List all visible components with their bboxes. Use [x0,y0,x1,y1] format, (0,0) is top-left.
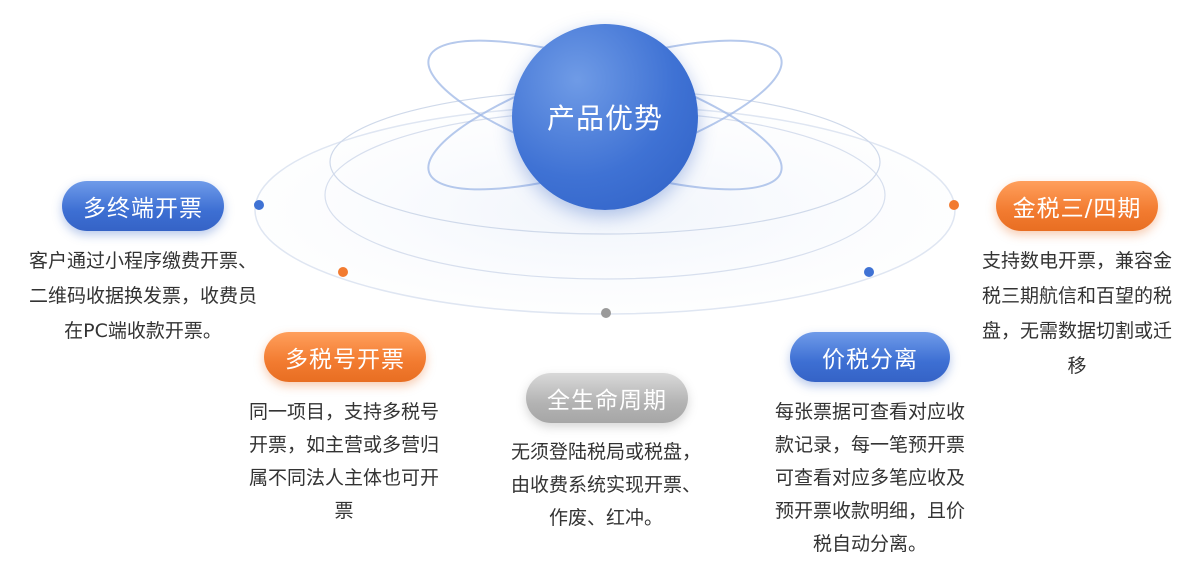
desc-line: 每张票据可查看对应收 [774,401,965,423]
pill-title: 全生命周期 [547,388,667,414]
desc-line: 开票，如主营或多营归 [248,434,439,456]
desc-line: 属不同法人主体也可开 [248,467,439,489]
desc-price-tax: 每张票据可查看对应收 款记录，每一笔预开票 可查看对应多笔应收及 预开票收款明细… [752,396,988,561]
desc-golden-tax: 支持数电开票，兼容金 税三期航信和百望的税 盘，无需数据切割或迁 移 [958,244,1196,384]
desc-line: 移 [1067,355,1087,377]
desc-line: 作废、红冲。 [548,507,663,529]
desc-line: 税自动分离。 [812,533,927,555]
desc-line: 客户通过小程序缴费开票、 [28,250,257,272]
pill-lifecycle: 全生命周期 [526,373,688,423]
center-label: 产品优势 [546,102,663,135]
desc-line: 盘，无需数据切割或迁 [981,320,1172,342]
pill-title: 价税分离 [822,347,918,373]
desc-line: 二维码收据换发票，收费员 [28,285,257,307]
center-circle: 产品优势 [512,24,698,210]
node-dot-price-tax [864,267,874,277]
pill-price-tax: 价税分离 [790,332,950,382]
desc-lifecycle: 无须登陆税局或税盘， 由收费系统实现开票、 作废、红冲。 [490,436,722,535]
node-dot-golden-tax [949,200,959,210]
pill-multi-terminal: 多终端开票 [62,181,224,231]
desc-line: 预开票收款明细，且价 [774,500,965,522]
desc-line: 同一项目，支持多税号 [248,401,439,423]
pill-title: 多税号开票 [285,347,405,373]
pill-title: 金税三/四期 [1012,196,1142,222]
node-dot-multi-tax [338,267,348,277]
desc-line: 款记录，每一笔预开票 [774,434,965,456]
node-dot-lifecycle [601,308,611,318]
pill-multi-tax: 多税号开票 [264,332,426,382]
desc-line: 税三期航信和百望的税 [981,285,1172,307]
desc-line: 无须登陆税局或税盘， [510,441,701,463]
desc-line: 可查看对应多笔应收及 [774,467,965,489]
desc-multi-terminal: 客户通过小程序缴费开票、 二维码收据换发票，收费员 在PC端收款开票。 [10,244,276,349]
pill-golden-tax: 金税三/四期 [996,181,1158,231]
desc-line: 由收费系统实现开票、 [510,474,701,496]
desc-line: 在PC端收款开票。 [64,320,222,342]
desc-line: 支持数电开票，兼容金 [981,250,1172,272]
desc-line: 票 [334,500,354,522]
node-dot-multi-terminal [254,200,264,210]
desc-multi-tax: 同一项目，支持多税号 开票，如主营或多营归 属不同法人主体也可开 票 [228,396,460,528]
pill-title: 多终端开票 [83,196,203,222]
